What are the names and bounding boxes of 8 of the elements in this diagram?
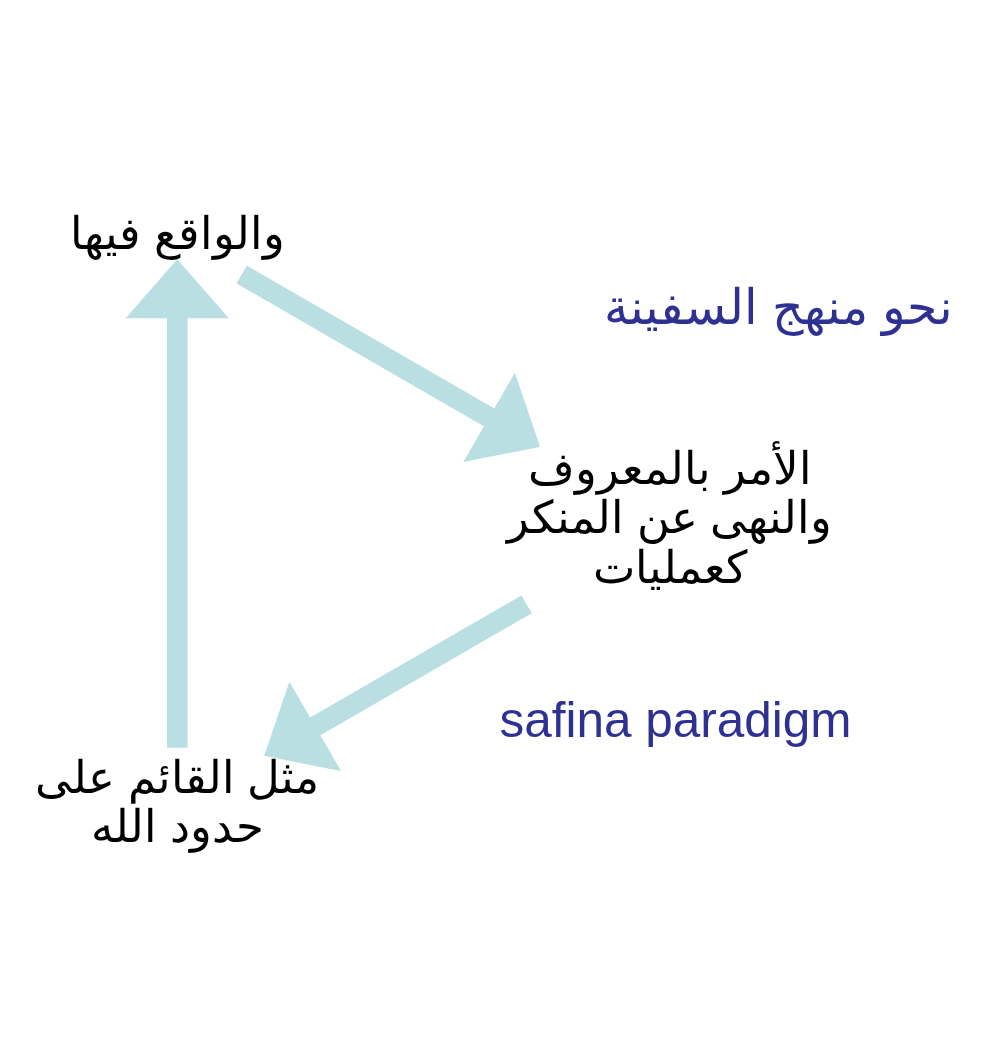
label: نحو منهج السفينة [604, 279, 953, 335]
node-text: الأمر بالمعروف والنهى عن المنكر كعمليات [507, 442, 833, 593]
label: safina paradigm [499, 691, 852, 747]
arrow [264, 595, 532, 772]
arrow [236, 265, 541, 463]
node-text: مثل القائم على حدود الله [35, 751, 320, 853]
arrow [125, 259, 229, 748]
node-text: والواقع فيها [69, 207, 285, 259]
